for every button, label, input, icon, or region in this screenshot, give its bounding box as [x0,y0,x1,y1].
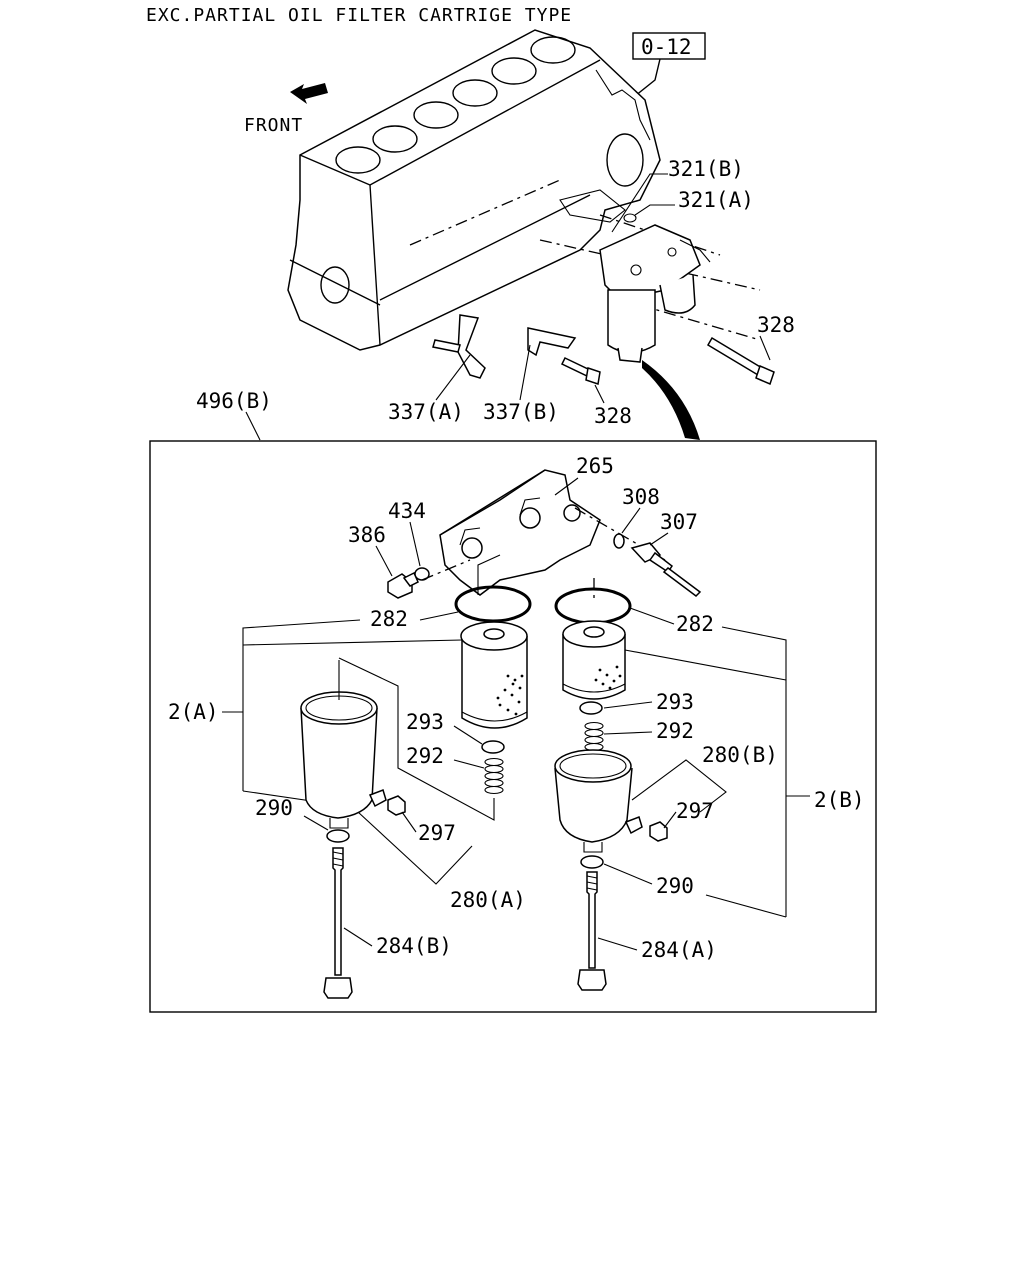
callout-2a[interactable]: 2(A) [168,700,219,724]
bracket-2b-top [721,626,787,917]
centerline-6 [421,559,471,581]
leader-290-right [603,863,653,885]
bracket-337b [527,327,577,357]
callout-386[interactable]: 386 [348,523,386,547]
drain-plug-297-left [387,795,406,816]
filter-bowl-right [554,749,643,853]
engine-block [287,29,661,351]
drain-plug-297-right [649,821,668,842]
gasket-321a [623,213,637,223]
leader-292-right [603,731,653,735]
front-arrow-icon [290,83,328,104]
leader-282-right [629,607,675,625]
sensor-307 [630,542,702,597]
callout-280a[interactable]: 280(A) [450,888,526,912]
leader-321b [611,173,668,233]
reference-label[interactable]: 0-12 [641,35,692,59]
callout-292-right[interactable]: 292 [656,719,694,743]
cartridge-texture [496,665,622,716]
callout-293-left[interactable]: 293 [406,710,444,734]
leader-308 [621,507,641,534]
leader-284b [343,927,373,947]
washer-293-left [481,740,505,754]
callout-328-bottom[interactable]: 328 [594,404,632,428]
leader-496b [245,411,261,441]
filter-head-265 [439,469,601,596]
detail-box [149,440,877,1013]
seal-ring-282-right [554,587,632,625]
leader-290-left [303,815,329,831]
leader-297-right [663,811,677,829]
leader-293-right [603,701,653,709]
leader-284a [597,937,638,951]
callout-290-left[interactable]: 290 [255,796,293,820]
leader-265 [554,477,579,496]
leader-337b [519,344,531,401]
callout-297-left[interactable]: 297 [418,821,456,845]
callout-337a[interactable]: 337(A) [388,400,464,424]
callout-321a[interactable]: 321(A) [678,188,754,212]
leader-282-left [419,611,459,621]
leader-321a [634,204,675,216]
callout-308[interactable]: 308 [622,485,660,509]
detail-arrow-icon [642,360,700,440]
callout-290-right[interactable]: 290 [656,874,694,898]
reference-box[interactable] [632,32,706,60]
filter-assembly-mounted [599,224,711,363]
callout-280b[interactable]: 280(B) [702,743,778,767]
bracket-2b-mid [624,649,787,681]
filter-cartridge-left [460,621,528,729]
callout-434[interactable]: 434 [388,499,426,523]
filter-bowl-left [300,691,387,829]
plug-386 [387,571,419,599]
centerline-4 [639,304,761,341]
center-bolt-284b [323,847,353,999]
callout-293-right[interactable]: 293 [656,690,694,714]
callout-284b[interactable]: 284(B) [376,934,452,958]
bracket-2a-top [242,619,361,791]
callout-265[interactable]: 265 [576,454,614,478]
assembly-line-left [338,657,495,821]
bracket-337a [432,314,486,379]
diagram-title: EXC.PARTIAL OIL FILTER CARTRIGE TYPE [146,5,572,26]
seal-ring-282-left [454,585,532,623]
callout-328-top[interactable]: 328 [757,313,795,337]
front-label: FRONT [244,115,303,136]
centerline-3 [599,214,721,256]
leader-297-left [401,811,417,833]
bolt-328-bottom [560,357,601,385]
bracket-280b [631,759,727,813]
bolt-328-top [706,336,775,386]
filter-cartridge-right [562,620,626,700]
bracket-2a-mid [242,639,463,646]
o-ring-290-left [326,829,350,843]
o-ring-290-right [580,855,604,869]
leader-307 [649,532,669,546]
leader-328-bottom [594,384,605,404]
spring-292-left [484,757,504,795]
leader-293-left [453,725,483,745]
callout-337b[interactable]: 337(B) [483,400,559,424]
callout-284a[interactable]: 284(A) [641,938,717,962]
callout-496b[interactable]: 496(B) [196,389,272,413]
callout-307[interactable]: 307 [660,510,698,534]
leader-292-left [453,759,485,769]
callout-282-left[interactable]: 282 [370,607,408,631]
centerline-1 [409,179,561,246]
leader-386 [375,545,393,577]
callout-292-left[interactable]: 292 [406,744,444,768]
leader-328-top [759,335,771,361]
leader-434 [409,521,421,567]
callout-282-right[interactable]: 282 [676,612,714,636]
callout-2b[interactable]: 2(B) [814,788,865,812]
washer-293-right [579,701,603,715]
callout-297-right[interactable]: 297 [676,799,714,823]
leader-337a [435,354,471,401]
callout-321b[interactable]: 321(B) [668,157,744,181]
center-bolt-284a [577,871,607,991]
bracket-280a [357,811,473,885]
bracket-2b-bottom [705,894,787,918]
